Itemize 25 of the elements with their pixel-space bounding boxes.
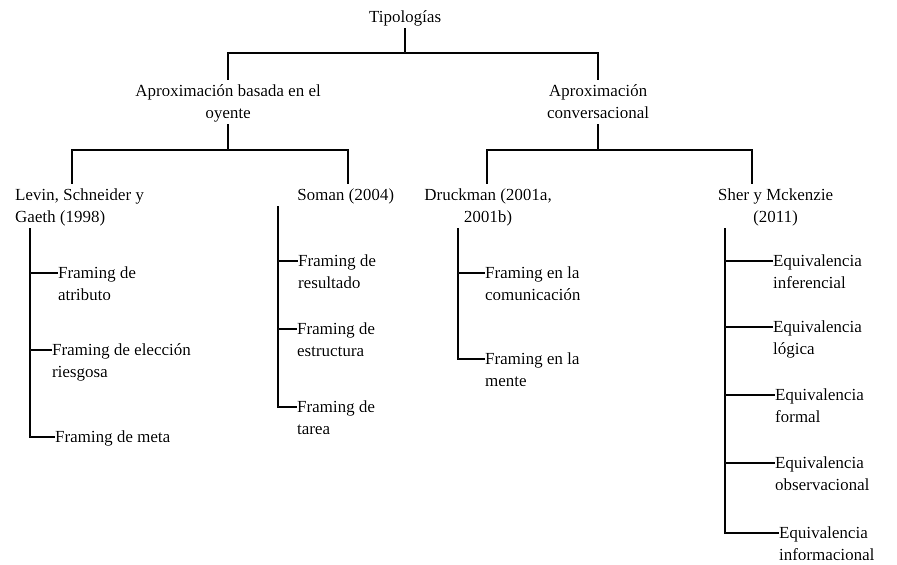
node-label: Druckman (2001a, 2001b) <box>418 184 558 228</box>
node-label: Framing en la mente <box>485 348 615 392</box>
node-label: Framing de estructura <box>297 318 407 362</box>
node-label: Equivalencia informacional <box>779 522 895 565</box>
node-label: Sher y Mckenzie (2011) <box>698 184 853 228</box>
node-label: Equivalencia lógica <box>773 316 893 360</box>
node-label: Soman (2004) <box>274 184 394 206</box>
connector-line <box>457 228 485 360</box>
node-label: Framing de meta <box>55 426 215 448</box>
node-label: Framing de elección riesgosa <box>52 339 212 383</box>
node-label: Aproximación conversacional <box>518 80 678 124</box>
node-label: Framing de tarea <box>297 396 407 440</box>
node-label: Framing de resultado <box>298 250 408 294</box>
node-label: Tipologías <box>355 6 455 28</box>
connector-line <box>597 124 753 184</box>
node-label: Framing de atributo <box>58 262 183 306</box>
node-label: Framing en la comunicación <box>485 262 615 306</box>
connector-line <box>724 228 779 534</box>
connector-line <box>29 228 55 438</box>
node-label: Equivalencia formal <box>775 384 895 428</box>
connector-line <box>277 206 297 408</box>
node-label: Equivalencia observacional <box>775 452 895 496</box>
node-label: Levin, Schneider y Gaeth (1998) <box>15 184 170 228</box>
node-label: Equivalencia inferencial <box>773 250 893 294</box>
node-label: Aproximación basada en el oyente <box>133 80 323 124</box>
